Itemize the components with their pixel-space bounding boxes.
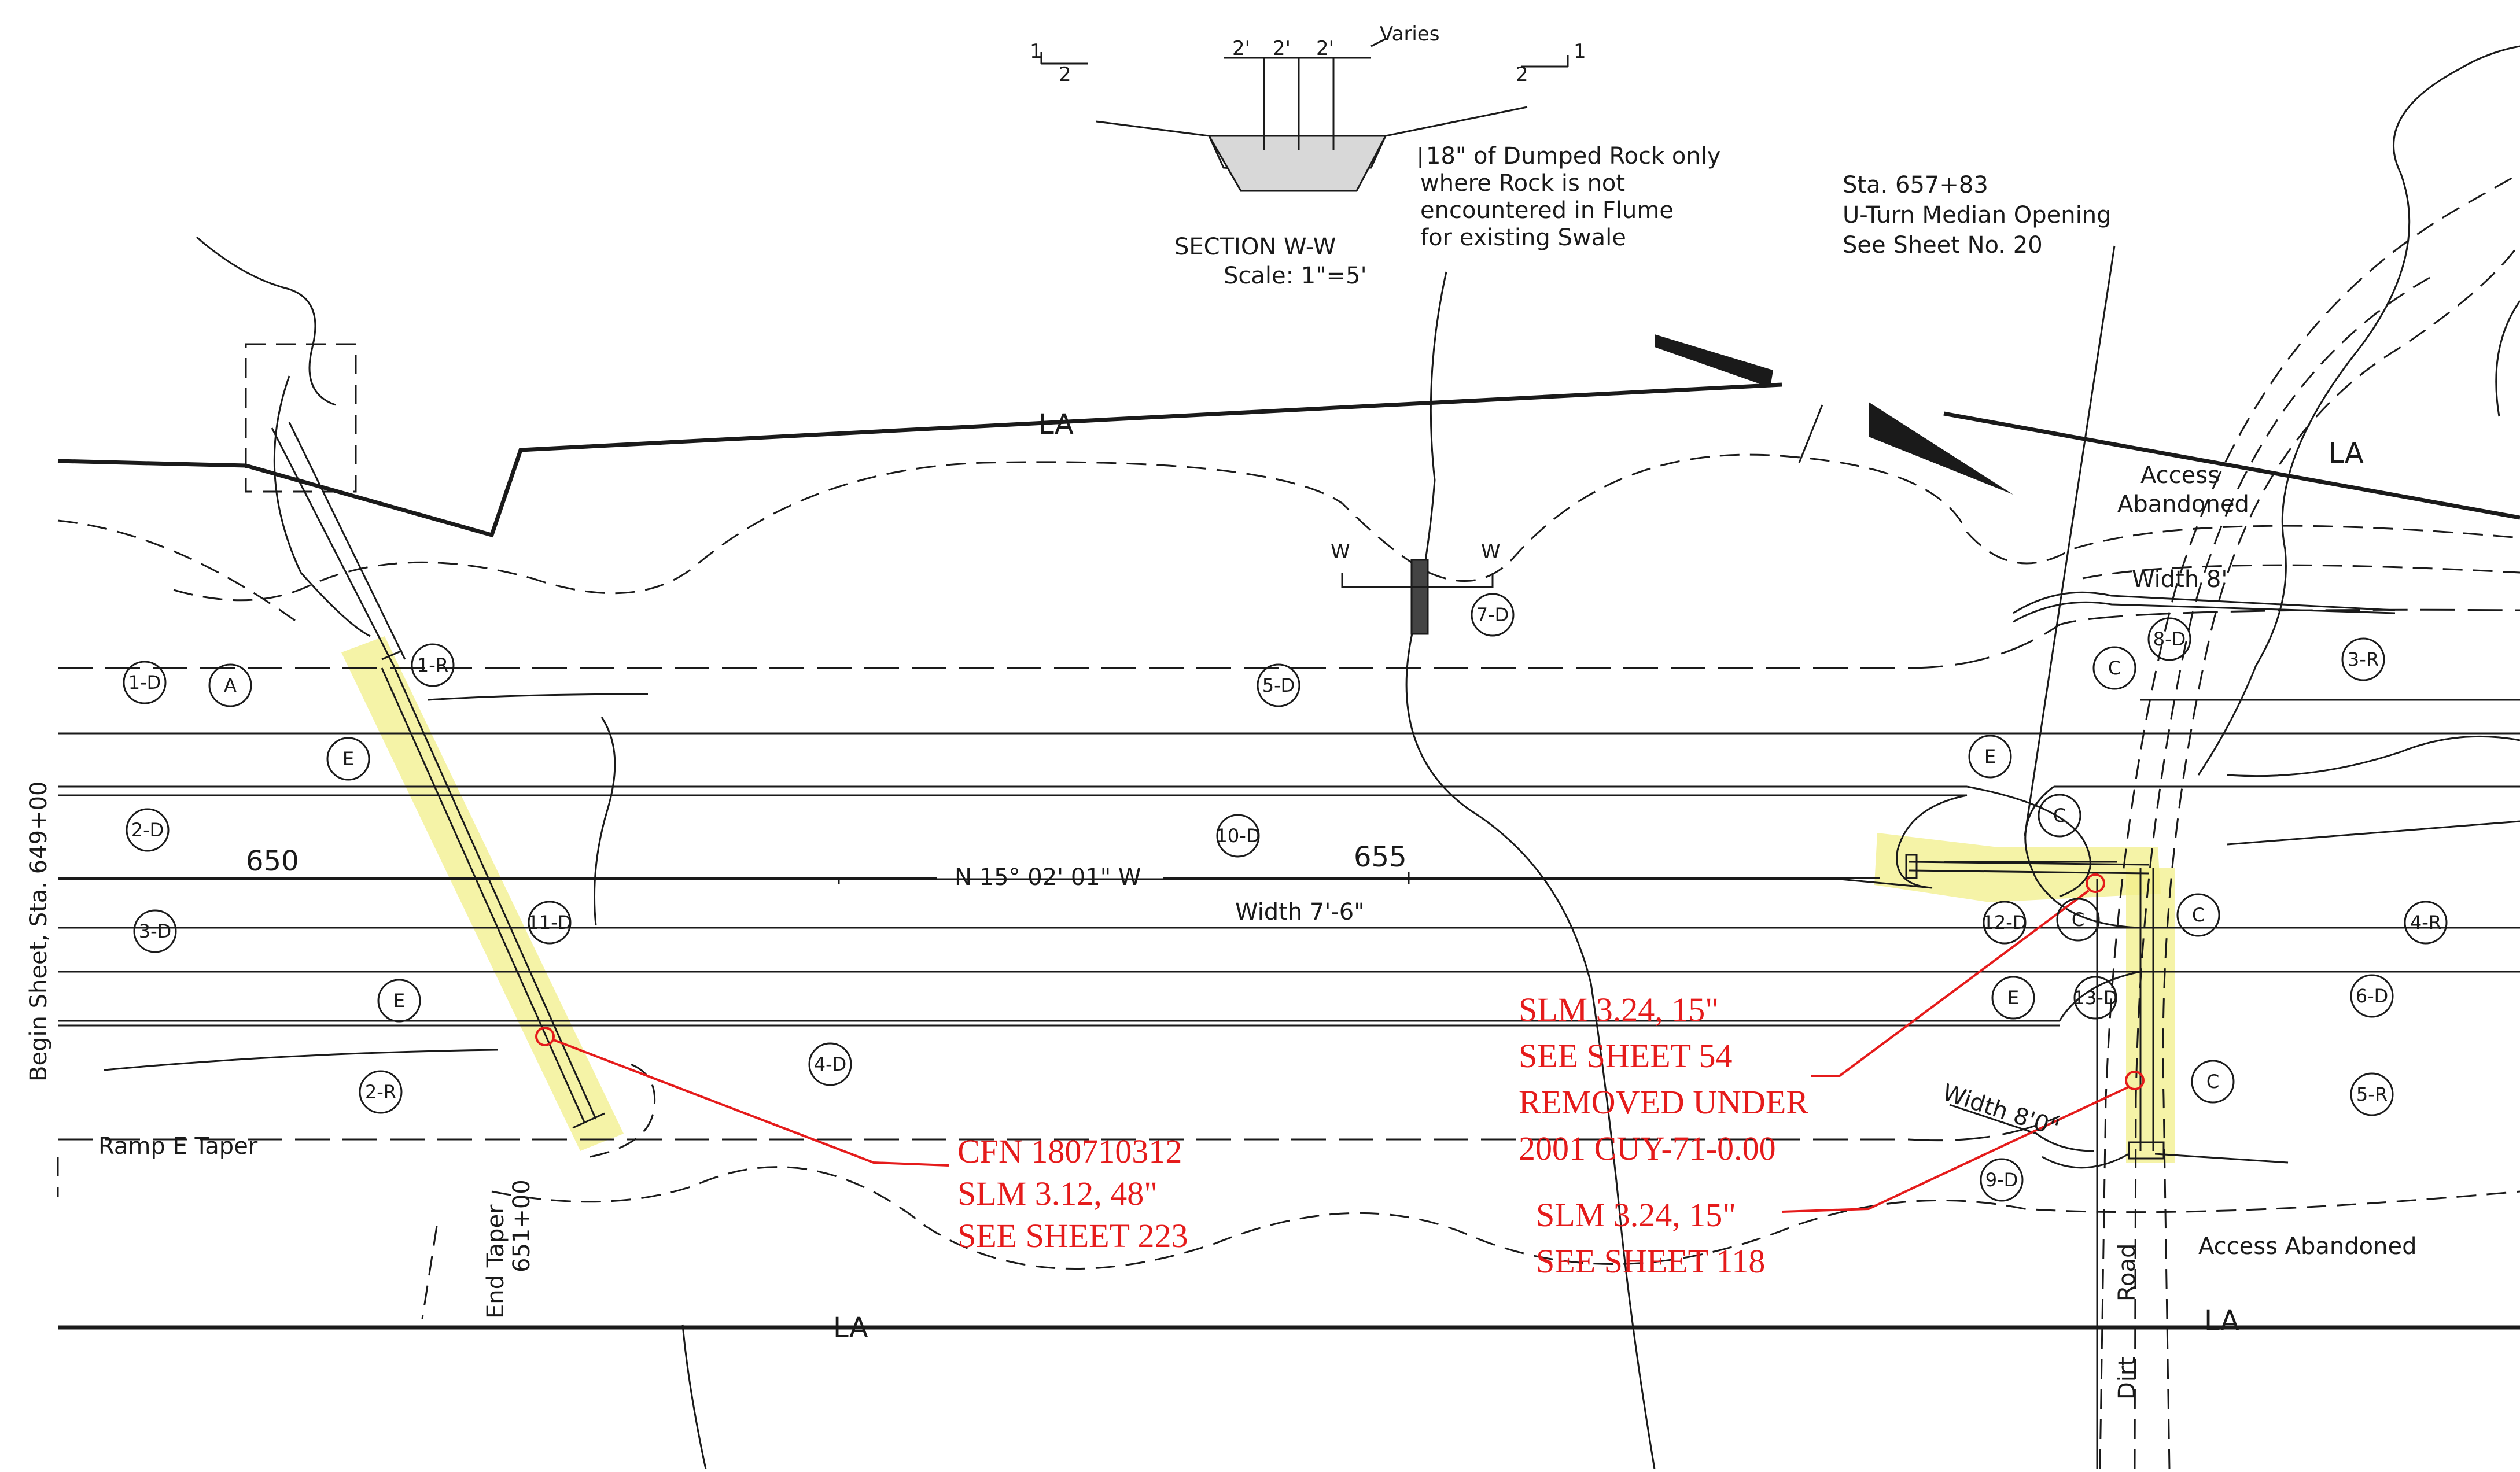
access-label: Access (2140, 462, 2220, 489)
red-leaders (535, 873, 2145, 1213)
red-annotations: CFN 180710312 SLM 3.12, 48" SEE SHEET 22… (957, 991, 1808, 1280)
callout-C-5: C (2108, 657, 2121, 679)
slm118-line-2: SEE SHEET 118 (1536, 1242, 1765, 1280)
slm54-line-4: 2001 CUY-71-0.00 (1519, 1130, 1776, 1167)
slm54-line-1: SLM 3.24, 15" (1519, 991, 1719, 1028)
callout-5D: 5-D (1262, 674, 1295, 696)
section-title: SECTION W-W (1174, 234, 1336, 260)
station-655: 655 (1354, 841, 1407, 873)
cfn-line-1: CFN 180710312 (957, 1132, 1182, 1170)
leader-sta-657 (2024, 245, 2116, 836)
callout-5R: 5-R (2356, 1083, 2388, 1105)
width-top-label: Width 8' (2132, 566, 2227, 593)
callout-11D: 11-D (528, 912, 572, 934)
callout-8D: 8-D (2153, 628, 2186, 650)
edge-4R (2227, 820, 2520, 846)
edge-1R (428, 693, 649, 701)
begin-sheet-label: Begin Sheet, Sta. 649+00 (25, 781, 52, 1082)
dirt-road-label-2: Dirt (2114, 1357, 2140, 1400)
roadway-lines (58, 732, 2520, 1027)
bearing-label: N 15° 02' 01" W (955, 864, 1141, 891)
callout-3D: 3-D (139, 920, 172, 942)
section-cut-w-right: W (1481, 540, 1501, 563)
station-note-1: Sta. 657+83 (1843, 172, 1988, 198)
slope-left-2: 2 (1059, 63, 1071, 86)
callout-3R: 3-R (2348, 648, 2379, 670)
callout-1D: 1-D (128, 672, 161, 693)
callout-12D: 12-D (1983, 912, 2027, 934)
ramp-width-line (1949, 1104, 2095, 1152)
slm54-line-2: SEE SHEET 54 (1519, 1037, 1733, 1075)
callout-2D: 2-D (131, 819, 164, 841)
callout-13D: 13-D (2073, 987, 2118, 1009)
access-width-line-2 (2013, 601, 2396, 623)
callout-C-1: C (2053, 805, 2066, 827)
callout-4R: 4-R (2410, 912, 2441, 934)
section-cut-w-left: W (1331, 540, 1350, 563)
slm118-line-1: SLM 3.24, 15" (1536, 1196, 1736, 1234)
callouts: 1-D A 1-R E 2-D 3-D E 2-R 5-D 7-D 10-D 1… (123, 593, 2448, 1202)
station-note-3: See Sheet No. 20 (1843, 232, 2043, 259)
station-note-2: U-Turn Median Opening (1843, 202, 2111, 228)
callout-4D: 4-D (814, 1053, 847, 1075)
la-label-bottom-right: LA (2204, 1305, 2239, 1337)
fence-top (58, 608, 2520, 669)
callout-E-3: E (1984, 746, 1996, 768)
width-median-label: Width 7'-6" (1235, 899, 1365, 925)
la-label-top-right: LA (2329, 437, 2364, 470)
section-note-2: where Rock is not (1420, 170, 1625, 197)
callout-E-1: E (342, 748, 354, 770)
callout-C-3: C (2192, 904, 2205, 926)
centerline (58, 872, 1880, 884)
cfn-line-3: SEE SHEET 223 (957, 1217, 1188, 1255)
terrain-solid (196, 45, 2520, 1470)
highlight-culvert-median (1874, 833, 2161, 902)
callout-10D: 10-D (1216, 825, 1261, 847)
fence-bottom (58, 1115, 2060, 1142)
section-dim-2: 2' (1273, 37, 1291, 60)
section-ww-detail (1040, 36, 1569, 192)
section-note-4: for existing Swale (1420, 224, 1626, 251)
width-ramp-label: Width 8'0" (1939, 1079, 2062, 1142)
cfn-line-2: SLM 3.12, 48" (957, 1175, 1158, 1212)
callout-6D: 6-D (2356, 985, 2389, 1007)
callout-1R: 1-R (417, 654, 448, 676)
callout-E-4: E (2007, 987, 2019, 1009)
end-taper-label-2: 651+00 (509, 1179, 535, 1272)
slope-right-2: 2 (1516, 63, 1528, 86)
culvert-median (1905, 854, 2289, 1169)
section-scale: Scale: 1"=5' (1224, 263, 1367, 289)
callout-2R: 2-R (365, 1081, 396, 1103)
section-dim-1: 2' (1232, 37, 1250, 60)
callout-C-4: C (2206, 1071, 2219, 1093)
callout-E-2: E (393, 990, 405, 1012)
edge-2R (104, 1049, 498, 1071)
callout-C-2: C (2072, 909, 2084, 931)
station-650: 650 (246, 845, 299, 877)
slope-left-1: 1 (1030, 40, 1042, 63)
section-varies: Varies (1380, 23, 1440, 46)
section-dim-3: 2' (1316, 37, 1334, 60)
section-note-1: 18" of Dumped Rock only (1426, 143, 1720, 169)
la-label-bottom-left: LA (833, 1312, 868, 1344)
slm54-line-3: REMOVED UNDER (1519, 1083, 1808, 1121)
ramp-taper-label: Ramp E Taper (98, 1133, 258, 1160)
la-lines (57, 334, 2520, 1330)
abandoned-label: Abandoned (2117, 491, 2249, 518)
callout-7D: 7-D (1476, 604, 1509, 626)
callout-9D: 9-D (1985, 1169, 2018, 1191)
end-taper-label-1: End Taper (482, 1204, 509, 1319)
la-label-top-left: LA (1038, 408, 1074, 441)
terrain-dashed (57, 172, 2520, 1470)
section-cut-line (1341, 573, 1494, 588)
section-note-3: encountered in Flume (1420, 197, 1674, 224)
dirt-road-label-1: Road (2114, 1244, 2140, 1301)
access-width-line (2013, 591, 2396, 614)
callout-A: A (224, 674, 237, 696)
access-abandoned-label: Access Abandoned (2198, 1233, 2416, 1260)
slope-right-1: 1 (1574, 40, 1586, 63)
flume-7D (1410, 559, 1429, 635)
